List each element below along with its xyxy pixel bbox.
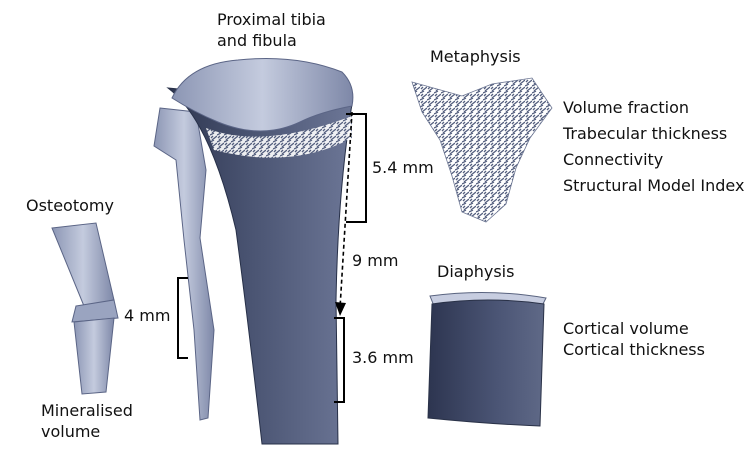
osteotomy-upper-fragment — [52, 223, 114, 306]
measurement-9mm: 9 mm — [352, 251, 398, 271]
param-trabecular-thickness: Trabecular thickness — [563, 121, 744, 147]
param-volume-fraction: Volume fraction — [563, 95, 744, 121]
fibula-bone — [154, 108, 214, 420]
param-structural-model-index: Structural Model Index — [563, 173, 744, 199]
bracket-4mm — [178, 278, 188, 358]
param-cortical-thickness: Cortical thickness — [563, 339, 705, 360]
measurement-3.6mm: 3.6 mm — [352, 348, 414, 368]
diaphysis-label: Diaphysis — [437, 262, 514, 282]
diaphysis-parameter-list: Cortical volume Cortical thickness — [563, 318, 705, 360]
diaphysis-block — [428, 300, 544, 426]
proximal-label-line1: Proximal tibia — [217, 10, 326, 30]
measurement-4mm: 4 mm — [124, 306, 170, 326]
metaphysis-trabecular-block — [412, 78, 552, 222]
param-cortical-volume: Cortical volume — [563, 318, 705, 339]
mineralised-label-line1: Mineralised — [41, 401, 133, 421]
metaphysis-label: Metaphysis — [430, 47, 521, 67]
mineralised-label-line2: volume — [41, 422, 100, 442]
proximal-label-line2: and fibula — [217, 31, 297, 51]
osteotomy-label: Osteotomy — [26, 196, 114, 216]
param-connectivity: Connectivity — [563, 147, 744, 173]
measurement-5.4mm: 5.4 mm — [372, 158, 434, 178]
metaphysis-parameter-list: Volume fraction Trabecular thickness Con… — [563, 95, 744, 199]
osteotomy-lower-fragment — [74, 318, 114, 394]
